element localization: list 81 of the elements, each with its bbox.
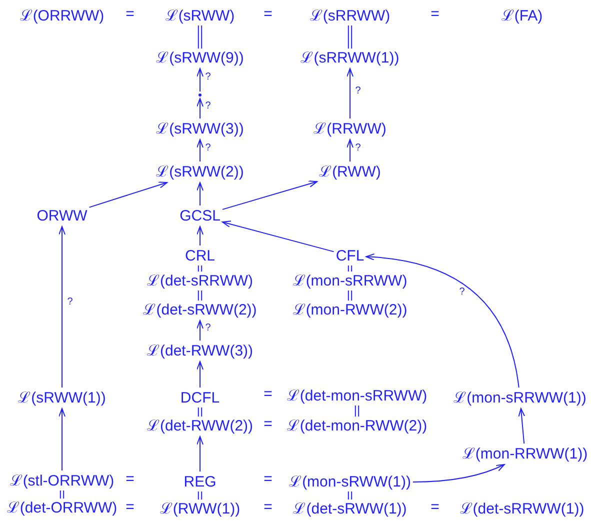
arrow — [58, 408, 66, 471]
edge-label: ? — [205, 142, 211, 153]
language-class-label: ℒ(RRWW) — [314, 120, 386, 138]
equals-sign: = — [430, 498, 440, 516]
equals-sign: = — [264, 6, 272, 22]
edge-label: ? — [355, 85, 361, 96]
language-class-label: ℒ(mon-sRWW(1)) — [289, 474, 411, 490]
language-class-label: ℒ(det-ORRWW) — [6, 500, 118, 516]
equality-line — [348, 491, 352, 500]
language-class-label: ℒ(sRWW) — [165, 8, 235, 24]
language-class-label: ℒ(mon-sRRWW(1)) — [454, 390, 586, 406]
language-class-label: ℒ(det-sRRWW) — [146, 272, 254, 290]
edge-label: ? — [205, 100, 211, 111]
edge-label: ? — [459, 286, 465, 298]
language-class-label: ℒ(sRWW(9)) — [156, 50, 244, 66]
language-class-label: ℒ(stl-ORRWW) — [10, 472, 114, 490]
arrow — [346, 139, 354, 162]
equals-sign: = — [264, 416, 272, 432]
language-class-label: CRL — [185, 248, 215, 264]
language-class-label: ℒ(mon-RWW(2)) — [292, 302, 408, 318]
language-class-label: ℒ(RWW) — [319, 164, 381, 180]
equality-line — [348, 25, 352, 49]
language-class-label: ℒ(det-RWW(2)) — [146, 418, 254, 434]
arrow — [196, 361, 204, 388]
equals-sign: = — [126, 6, 134, 22]
language-class-label: ℒ(sRWW(1)) — [18, 390, 106, 406]
language-class-label: REG — [184, 474, 216, 490]
equality-line — [348, 265, 352, 272]
language-class-label: ℒ(sRRWW(1)) — [300, 50, 400, 66]
equality-line — [348, 290, 352, 301]
language-class-label: ℒ(det-RWW(3)) — [146, 342, 254, 360]
equals-sign: = — [264, 386, 272, 402]
language-class-label: ℒ(det-sRRWW(1)) — [460, 500, 584, 518]
arrow — [196, 68, 204, 92]
arrow — [346, 68, 354, 119]
language-class-label: ℒ(RWW(1)) — [160, 500, 240, 518]
arrow — [196, 436, 204, 472]
arrow — [196, 98, 204, 119]
equals-sign: = — [264, 498, 272, 516]
arrow — [518, 408, 526, 444]
equality-line — [198, 491, 202, 500]
arrow — [412, 464, 505, 482]
arrow — [196, 139, 204, 162]
language-class-label: ℒ(sRWW(2)) — [156, 164, 244, 180]
language-class-label: ORWW — [36, 208, 88, 224]
equality-line — [198, 25, 202, 49]
arrow — [88, 182, 168, 208]
language-class-label: CFL — [336, 248, 364, 264]
language-class-label: ℒ(mon-sRRWW) — [292, 272, 408, 290]
arrow — [196, 320, 204, 341]
equality-line — [198, 407, 202, 417]
equals-sign: = — [430, 6, 440, 22]
language-class-label: ℒ(ORRWW) — [20, 8, 104, 24]
language-class-label: ℒ(FA) — [501, 8, 543, 24]
language-class-label: GCSL — [180, 208, 220, 224]
arrow — [222, 220, 334, 252]
arrow — [366, 254, 520, 388]
equality-line — [198, 290, 202, 301]
equality-line — [60, 490, 64, 499]
arrow — [58, 226, 66, 388]
edge-label: ? — [205, 72, 211, 82]
language-class-label: ℒ(det-sRWW(1)) — [293, 500, 407, 518]
language-class-label: ℒ(det-sRWW(2)) — [143, 302, 257, 318]
equals-sign: = — [126, 470, 134, 488]
edge-label: ? — [355, 142, 361, 153]
arrow — [196, 182, 204, 206]
edge-label: ? — [205, 322, 211, 333]
equality-line — [354, 405, 360, 417]
language-class-label: ℒ(det-mon-RWW(2)) — [286, 418, 428, 434]
ellipsis-dot — [198, 94, 202, 96]
language-class-label: ℒ(sRRWW) — [310, 8, 390, 24]
language-class-label: DCFL — [180, 390, 220, 406]
edge-label: ? — [67, 296, 73, 308]
equals-sign: = — [126, 498, 134, 516]
language-class-label: ℒ(sRWW(3)) — [156, 120, 244, 138]
language-class-label: ℒ(mon-RRWW(1)) — [462, 446, 588, 462]
equals-sign: = — [264, 470, 272, 488]
arrow — [196, 226, 204, 246]
equality-line — [198, 265, 202, 272]
language-class-label: ℒ(det-mon-sRRWW) — [286, 388, 428, 404]
arrow — [222, 180, 318, 210]
